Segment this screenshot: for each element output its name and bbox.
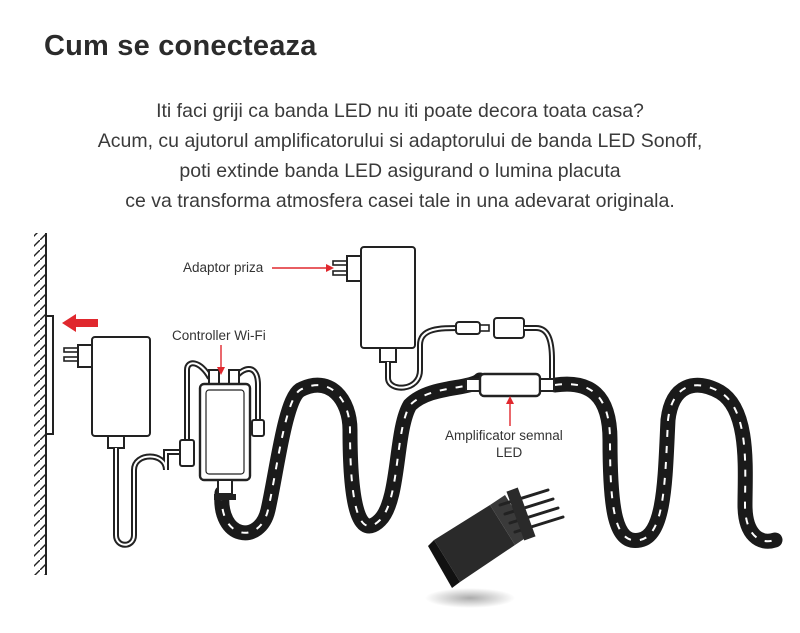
led-signal-amplifier bbox=[465, 372, 555, 398]
intro-line: Acum, cu ajutorul amplificatorului si ad… bbox=[97, 130, 703, 152]
power-socket-adapter bbox=[332, 246, 416, 363]
intro-text: Iti faci griji ca banda LED nu iti poate… bbox=[0, 96, 800, 216]
page-title: Cum se conecteaza bbox=[44, 30, 317, 62]
controller-power-cable bbox=[113, 448, 186, 548]
intro-line: Iti faci griji ca banda LED nu iti poate… bbox=[156, 100, 644, 122]
label-pointers bbox=[217, 264, 514, 426]
amplifier-label-line1: Amplificator semnal bbox=[445, 428, 563, 443]
amplifier-label-line2: LED bbox=[496, 445, 523, 460]
controller-label: Controller Wi-Fi bbox=[172, 328, 266, 343]
adapter-label: Adaptor priza bbox=[183, 260, 264, 275]
intro-line: ce va transforma atmosfera casei tale in… bbox=[125, 190, 675, 212]
wall-socket bbox=[45, 315, 54, 435]
wifi-controller bbox=[179, 360, 265, 500]
controller-power-adapter bbox=[63, 336, 151, 449]
wall bbox=[34, 233, 47, 575]
plug-direction-arrow-icon bbox=[62, 314, 98, 332]
intro-line: poti extinde banda LED asigurand o lumin… bbox=[179, 160, 621, 182]
rgb-connector bbox=[425, 487, 565, 608]
led-strip bbox=[214, 372, 783, 549]
